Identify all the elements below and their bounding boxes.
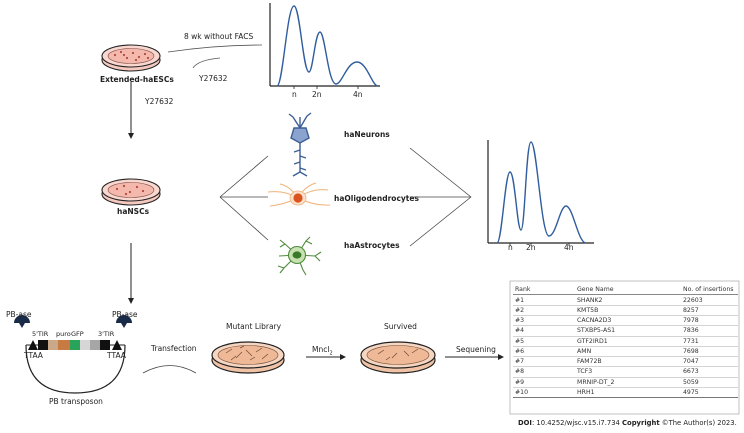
cell-rank: #6 [513,346,575,358]
cell-count: 7047 [681,356,738,368]
cell-rank: #2 [513,305,575,316]
table-header-row: Rank Gene Name No. of insertions [513,285,738,296]
survived-dish [360,341,436,374]
cell-rank: #1 [513,294,575,306]
astrocyte-icon [277,236,322,276]
label-haneurons: haNeurons [344,130,390,139]
histogram-right [487,140,594,246]
doi-footer: DOI: 10.4252/wjsc.v15.i7.734 Copyright ©… [518,419,737,427]
label-haastrocytes: haAstrocytes [344,241,400,250]
fan-lines-left [219,155,269,241]
neuron-icon [288,112,312,177]
label-survived: Survived [384,322,417,331]
cell-rank: #5 [513,336,575,347]
cell-gene: SHANK2 [575,294,681,306]
tick-right-2n: 2n [526,243,536,252]
label-mutant-library: Mutant Library [226,322,282,331]
cell-count: 7836 [681,325,738,337]
cell-gene: GTF2IRD1 [575,336,681,347]
label-sequening: Sequening [456,345,496,354]
connector-8wk [167,44,263,53]
label-3tir: 3'TIR [98,330,115,338]
cell-gene: KMT5B [575,305,681,316]
copyright-text: ©The Author(s) 2023. [659,419,737,427]
label-8wk: 8 wk without FACS [184,32,254,41]
cell-gene: HRH1 [575,387,681,399]
histogram-top [269,3,380,89]
cell-gene: MRNIP-DT_2 [575,377,681,388]
doi-label: DOI [518,419,532,427]
label-hanscs: haNSCs [117,207,150,216]
header-gene-name: Gene Name [575,285,681,296]
oligodendrocyte-icon [267,182,331,207]
header-insertions: No. of insertions [681,285,738,296]
doi-text: : 10.4252/wjsc.v15.i7.734 [531,419,623,427]
cell-count: 4975 [681,387,738,399]
cell-count: 8257 [681,305,738,316]
header-rank: Rank [513,285,575,296]
label-pb-ase-right: PB-ase [112,310,138,319]
cell-rank: #4 [513,325,575,337]
label-y27632-top: Y27632 [199,74,228,83]
cell-count: 7698 [681,346,738,358]
label-pb-ase-left: PB-ase [6,310,32,319]
label-haoligodendrocytes: haOligodendrocytes [334,194,419,203]
cell-gene: CACNA2D3 [575,315,681,327]
cell-rank: #3 [513,315,575,327]
hanscs-dish [101,178,161,206]
cell-gene: AMN [575,346,681,358]
label-puro: puro [56,330,71,338]
tick-top-4n: 4n [353,90,363,99]
cell-rank: #10 [513,387,575,399]
cell-rank: #9 [513,377,575,388]
tick-top-2n: 2n [312,90,322,99]
label-y27632-left: Y27632 [145,97,174,106]
extended-haescs-dish [101,44,161,72]
copyright-label: Copyright [622,419,660,427]
connector-y27632-top [192,57,221,69]
tick-right-n: n [508,243,513,252]
connector-transfection [142,365,197,374]
cell-count: 7978 [681,315,738,327]
histogram-right-curve [496,141,587,244]
fan-lines-right [409,147,472,247]
cell-count: 6673 [681,366,738,378]
cell-gene: FAM72B [575,356,681,368]
tick-top-n: n [292,90,297,99]
label-gfp: GFP [71,330,84,338]
label-pb-transposon: PB transposon [49,397,103,406]
cell-count: 22603 [681,294,738,306]
label-ttaa-right: TTAA [107,351,126,360]
table-frame [509,280,740,415]
cell-count: 5059 [681,377,738,388]
label-extended-haescs: Extended-haESCs [100,75,174,84]
cell-rank: #8 [513,366,575,378]
tick-right-4n: 4n [564,243,574,252]
label-ttaa-left: TTAA [24,351,43,360]
cell-rank: #7 [513,356,575,368]
cell-count: 7731 [681,336,738,347]
label-mncl2: Mncl2 [312,345,333,357]
mutant-library-dish [211,341,285,374]
label-5tir: 5'TIR [32,330,49,338]
label-transfection: Transfection [151,344,197,353]
pb-transposon-diagram [14,315,132,394]
cell-gene: TCF3 [575,366,681,378]
histogram-top-curve [276,5,379,87]
cell-gene: STXBP5-AS1 [575,325,681,337]
